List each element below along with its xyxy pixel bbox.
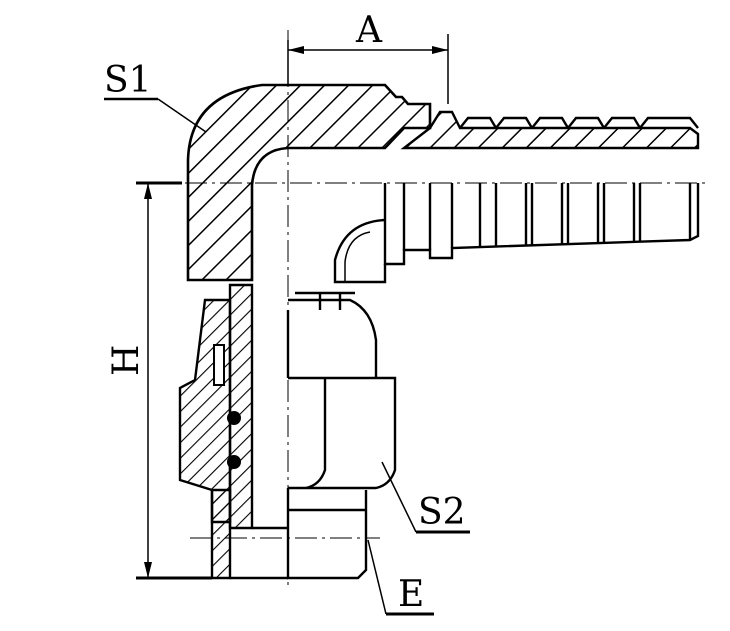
dimension-h	[136, 181, 212, 580]
o-ring-lower	[227, 455, 241, 469]
dimension-h-label: H	[106, 345, 147, 376]
hex-nut-outline	[286, 291, 397, 490]
label-s2: S2	[418, 492, 466, 533]
leader-s2	[381, 461, 470, 534]
leader-s1	[104, 97, 207, 133]
label-e: E	[398, 574, 424, 615]
male-thread-end	[230, 488, 368, 580]
retaining-ring	[213, 344, 225, 386]
dimension-a	[287, 34, 449, 104]
dimension-a-label: A	[355, 10, 383, 51]
elbow-inner-bend	[344, 231, 371, 282]
hose-tail-wall	[400, 110, 700, 150]
nut-section-left	[178, 298, 232, 524]
stem-inner-wall	[228, 283, 254, 530]
o-ring-upper	[227, 411, 241, 425]
label-s1: S1	[104, 60, 152, 101]
elbow-body-section	[186, 83, 432, 282]
elbow-outer-bend	[333, 218, 387, 284]
hose-tail-lower-outline	[383, 183, 700, 266]
leader-e	[367, 539, 434, 616]
barb-ridges-top	[459, 116, 699, 129]
stem-section-left	[210, 488, 232, 580]
